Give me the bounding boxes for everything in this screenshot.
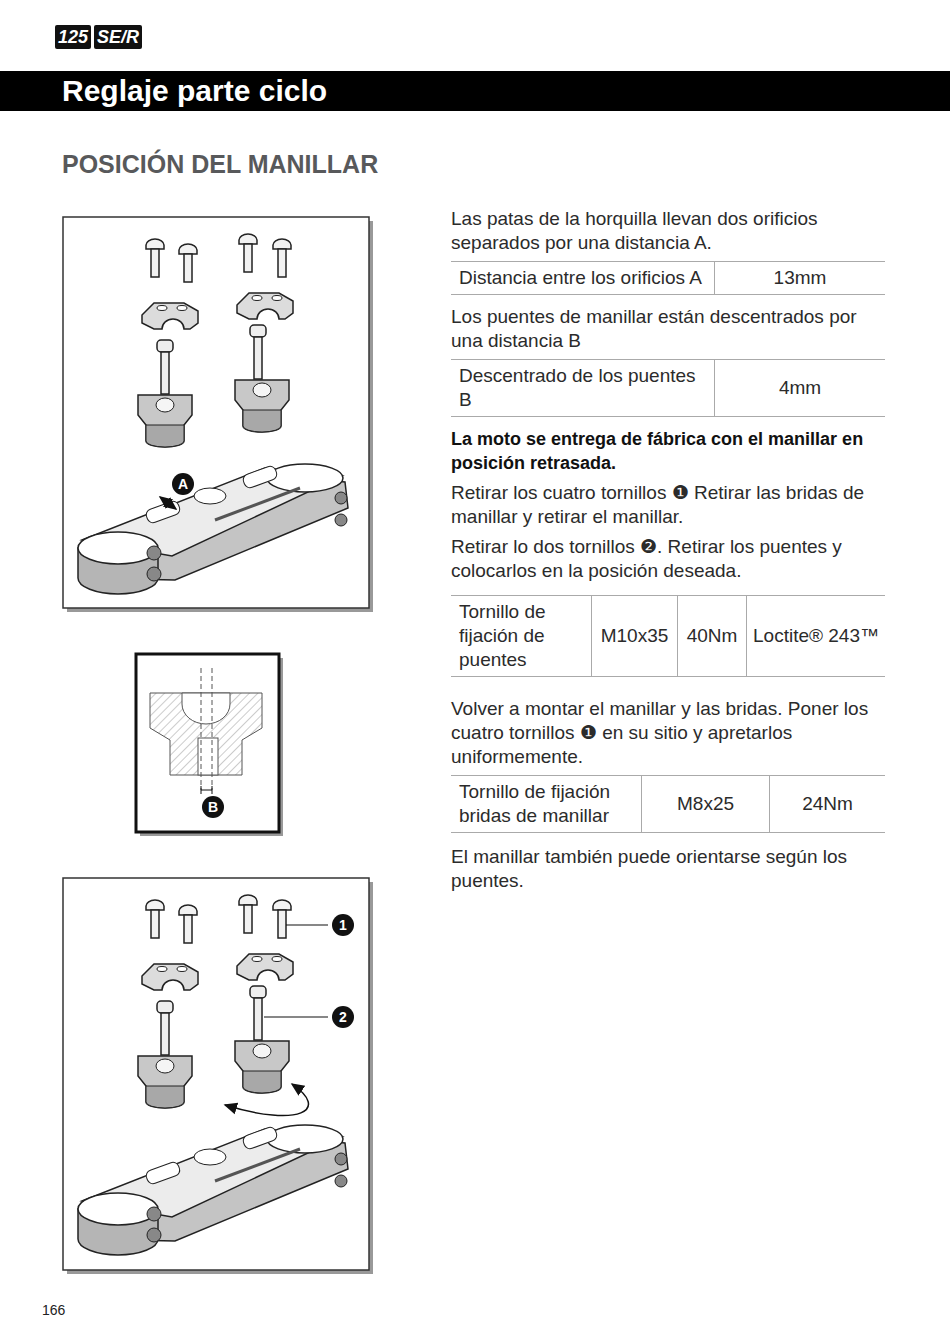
callout-number: 1 — [332, 914, 354, 936]
body-paragraph: Retirar los cuatro tornillos ❶ Retirar l… — [451, 481, 885, 529]
table-cell: 13mm — [714, 262, 885, 294]
table-cell: Loctite® 243™ — [746, 596, 885, 676]
triple-clamp-drawing — [78, 895, 348, 1255]
leader-line — [264, 1016, 328, 1017]
body-paragraph: Los puentes de manillar están descentrad… — [451, 305, 885, 353]
logo-number: 125 — [55, 25, 91, 49]
table-cell: M10x35 — [591, 596, 677, 676]
page-title: Reglaje parte ciclo — [0, 71, 950, 111]
body-paragraph: Retirar lo dos tornillos ❷. Retirar los … — [451, 535, 885, 583]
spec-table: Tornillo de fijación bridas de manillarM… — [451, 775, 885, 833]
spec-table: Distancia entre los orificios A13mm — [451, 261, 885, 295]
spec-table: Tornillo de fijación de puentesM10x3540N… — [451, 595, 885, 677]
callout-letter: B — [202, 796, 224, 818]
body-paragraph: Las patas de la horquilla llevan dos ori… — [451, 207, 885, 255]
section-heading: POSICIÓN DEL MANILLAR — [62, 150, 378, 179]
triple-clamp-drawing — [78, 234, 348, 594]
dimension-arrow — [160, 497, 176, 509]
callout-letter: A — [172, 473, 194, 495]
table-cell: 4mm — [714, 360, 885, 416]
title-band: Reglaje parte ciclo — [0, 71, 950, 111]
table-cell: 24Nm — [769, 776, 885, 832]
section-frame — [136, 654, 283, 836]
table-cell: Distancia entre los orificios A — [451, 262, 714, 294]
table-cell: Tornillo de fijación de puentes — [451, 596, 591, 676]
figure-frame — [63, 217, 373, 612]
rotation-arrow — [225, 1084, 308, 1116]
table-cell: Descentrado de los puentes B — [451, 360, 714, 416]
body-paragraph: Volver a montar el manillar y las bridas… — [451, 697, 885, 769]
callout-number: 2 — [332, 1006, 354, 1028]
figure-frame — [63, 878, 373, 1274]
table-cell: Tornillo de fijación bridas de manillar — [451, 776, 641, 832]
table-cell: M8x25 — [641, 776, 769, 832]
spec-table: Descentrado de los puentes B4mm — [451, 359, 885, 417]
table-cell: 40Nm — [677, 596, 746, 676]
page-number: 166 — [42, 1302, 65, 1318]
text-column: Las patas de la horquilla llevan dos ori… — [451, 207, 885, 893]
note-paragraph: La moto se entrega de fábrica con el man… — [451, 427, 885, 475]
logo-model: SE/R — [94, 25, 142, 49]
leader-line — [286, 924, 328, 925]
body-paragraph: El manillar también puede orientarse seg… — [451, 845, 885, 893]
